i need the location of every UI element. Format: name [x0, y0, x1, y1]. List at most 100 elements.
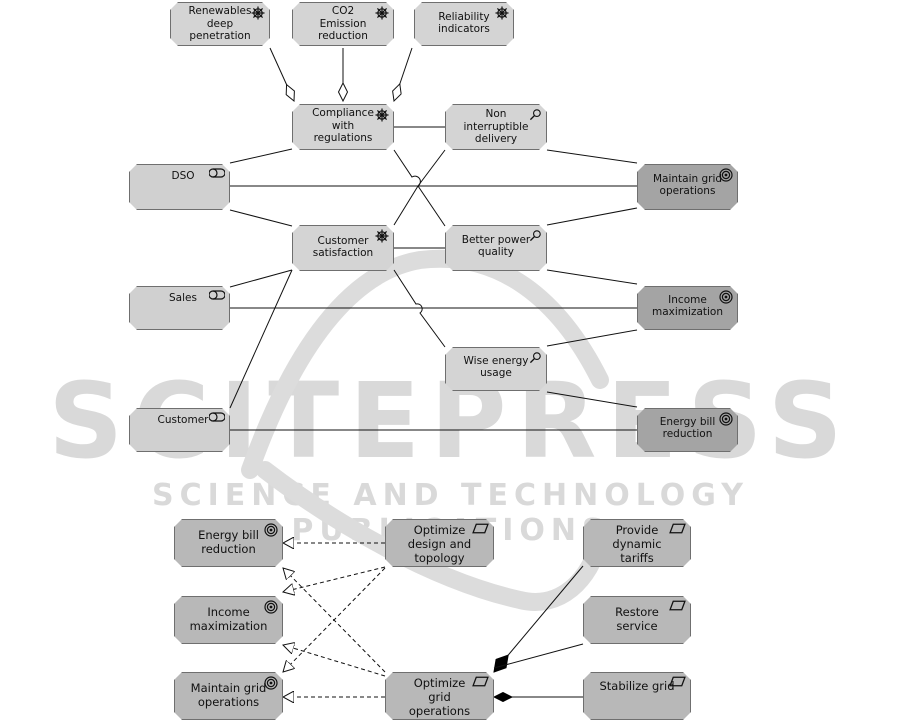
node-label: Reliability indicators — [438, 10, 490, 35]
node-background — [446, 226, 546, 270]
goal-icon — [264, 600, 278, 614]
connectors-bottom — [283, 543, 584, 697]
line-dso-satisfaction — [229, 209, 293, 227]
outcome-icon — [472, 523, 489, 534]
node-background — [175, 673, 282, 719]
goal-icon — [719, 290, 733, 304]
node-label: Provide dynamic tariffs — [612, 523, 662, 565]
stakeholder-icon — [209, 168, 225, 178]
node-background — [293, 3, 393, 45]
node-label: Customer satisfaction — [312, 234, 374, 259]
node-label: Better power quality — [461, 233, 531, 258]
line-reliability-compliance — [394, 47, 413, 101]
node-customer[interactable]: Customer — [129, 408, 230, 452]
node-background — [415, 3, 513, 45]
node-label: Restore service — [615, 605, 659, 633]
node-background — [446, 105, 546, 149]
line-restore-grid — [493, 643, 584, 669]
stakeholder-icon — [209, 412, 225, 422]
outcome-icon — [669, 523, 686, 534]
node-background — [171, 3, 269, 45]
line-tariffs-grid — [494, 565, 584, 672]
line-betterpower-maintain — [546, 207, 638, 226]
line-satisfaction-wiseenergy — [393, 269, 446, 348]
node-maintain-grid-bottom[interactable]: Maintain grid operations — [174, 672, 283, 720]
node-maintain-grid-top[interactable]: Maintain grid operations — [637, 164, 738, 210]
node-renewables[interactable]: Renewables deep penetration — [170, 2, 270, 46]
node-co2[interactable]: CO2 Emission reduction — [292, 2, 394, 46]
assessment-icon — [529, 108, 542, 121]
goal-icon — [264, 523, 278, 537]
node-optimize-design[interactable]: Optimize design and topology — [385, 519, 494, 567]
node-provide-tariffs[interactable]: Provide dynamic tariffs — [583, 519, 691, 567]
node-label: Energy bill reduction — [198, 528, 259, 556]
node-compliance[interactable]: Compliance with regulations — [292, 104, 394, 150]
node-energy-bill-top[interactable]: Energy bill reduction — [637, 408, 738, 452]
node-background — [293, 226, 393, 270]
line-renewables-compliance — [269, 47, 294, 101]
node-better-power[interactable]: Better power quality — [445, 225, 547, 271]
node-background — [130, 409, 229, 451]
connectors-top — [229, 47, 638, 431]
node-background — [175, 597, 282, 643]
line-wiseenergy-energybill — [546, 391, 638, 408]
node-sales[interactable]: Sales — [129, 286, 230, 330]
node-label: Maintain grid operations — [190, 681, 267, 709]
node-label: Income maximization — [652, 293, 723, 318]
line-grid-income — [283, 645, 386, 677]
line-noninterruptible-satisfaction — [393, 149, 446, 226]
driver-icon — [375, 108, 389, 122]
outcome-icon — [669, 600, 686, 611]
outcome-icon — [669, 676, 686, 687]
node-background — [130, 165, 229, 209]
node-label: Income maximization — [189, 605, 268, 633]
node-label: Sales — [169, 292, 197, 304]
node-label: Compliance with regulations — [312, 107, 374, 144]
line-wiseenergy-income — [546, 329, 638, 347]
node-customer-satisfaction[interactable]: Customer satisfaction — [292, 225, 394, 271]
line-dso-compliance — [229, 148, 293, 164]
node-label: DSO — [171, 170, 195, 182]
node-optimize-grid[interactable]: Optimize grid operations — [385, 672, 494, 720]
node-background — [446, 348, 546, 390]
line-customer-satisfaction — [229, 269, 293, 409]
node-stabilize-grid[interactable]: Stabilize grid — [583, 672, 691, 720]
node-restore-service[interactable]: Restore service — [583, 596, 691, 644]
assessment-icon — [529, 229, 542, 242]
node-label: Energy bill reduction — [659, 415, 716, 440]
goal-icon — [719, 412, 733, 426]
node-non-interruptible[interactable]: Non interruptible delivery — [445, 104, 547, 150]
driver-icon — [375, 229, 389, 243]
driver-icon — [375, 6, 389, 20]
line-grid-energybill — [283, 568, 386, 673]
node-background — [175, 520, 282, 566]
stakeholder-icon — [209, 290, 225, 300]
node-label: Optimize design and topology — [407, 523, 472, 565]
node-label: CO2 Emission reduction — [318, 5, 368, 42]
node-income-bottom[interactable]: Income maximization — [174, 596, 283, 644]
node-label: Customer — [157, 414, 209, 426]
node-energy-bill-bottom[interactable]: Energy bill reduction — [174, 519, 283, 567]
driver-icon — [495, 6, 509, 20]
node-wise-energy[interactable]: Wise energy usage — [445, 347, 547, 391]
node-label: Stabilize grid — [599, 679, 675, 693]
node-label: Non interruptible delivery — [463, 108, 529, 145]
node-dso[interactable]: DSO — [129, 164, 230, 210]
node-label: Wise energy usage — [463, 354, 529, 379]
line-noninterruptible-maintain — [546, 149, 638, 164]
line-sales-satisfaction — [229, 269, 293, 288]
node-label: Optimize grid operations — [408, 676, 471, 718]
line-betterpower-income — [546, 269, 638, 285]
node-background — [293, 105, 393, 149]
node-income-top[interactable]: Income maximization — [637, 286, 738, 330]
assessment-icon — [529, 351, 542, 364]
driver-icon — [251, 6, 265, 20]
node-reliability[interactable]: Reliability indicators — [414, 2, 514, 46]
node-background — [130, 287, 229, 329]
line-compliance-betterpower — [393, 149, 446, 227]
node-label: Maintain grid operations — [652, 172, 723, 197]
goal-icon — [264, 676, 278, 690]
line-design-income — [283, 566, 386, 592]
outcome-icon — [472, 676, 489, 687]
